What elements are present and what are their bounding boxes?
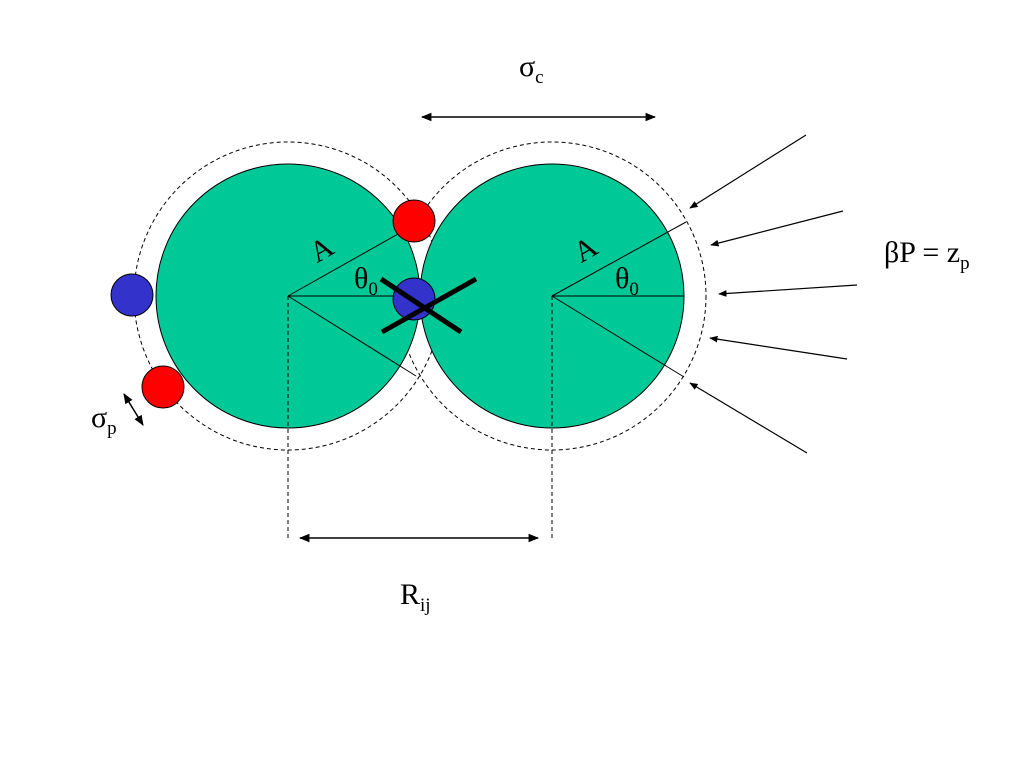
r-ij-label: Rij bbox=[400, 578, 431, 616]
left-theta-label: θ0 bbox=[354, 262, 378, 300]
pressure-arrow-5 bbox=[689, 382, 808, 454]
sigma-p-arrow bbox=[123, 393, 144, 426]
exclusion-cross-stroke-2 bbox=[380, 276, 478, 335]
exclusion-cross-stroke-1 bbox=[379, 276, 463, 335]
left-radius-line bbox=[287, 224, 415, 297]
right-radius-line bbox=[551, 221, 687, 297]
pressure-arrow-1 bbox=[689, 134, 807, 209]
sigma-p-label: σp bbox=[91, 401, 117, 439]
right-lower-radius-line bbox=[551, 295, 685, 378]
sigma-c-label: σc bbox=[519, 50, 544, 88]
pressure-arrow-3 bbox=[718, 284, 858, 297]
pressure-label: βP = zp bbox=[884, 236, 970, 274]
pressure-arrow-4 bbox=[709, 335, 848, 360]
right-theta-label: θ0 bbox=[615, 262, 639, 300]
red-polymer-particle-bottom bbox=[141, 365, 185, 409]
red-polymer-particle-top bbox=[392, 199, 436, 243]
left-lower-radius-line bbox=[287, 295, 417, 377]
blue-polymer-particle-left bbox=[110, 273, 154, 317]
pressure-arrow-2 bbox=[710, 210, 844, 247]
